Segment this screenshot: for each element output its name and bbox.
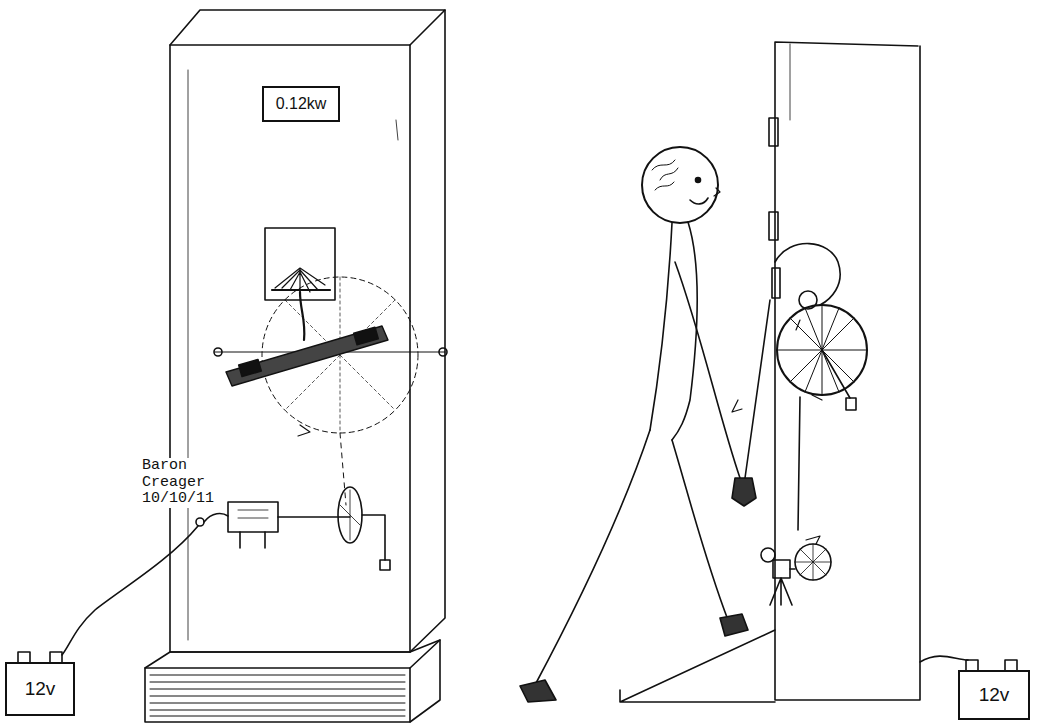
battery-box: 12v — [958, 670, 1030, 720]
sketch-line — [773, 560, 790, 578]
sketch-line — [652, 160, 678, 190]
sketch-line — [340, 490, 360, 540]
left-cabinet — [170, 10, 445, 652]
sketch-line — [799, 291, 817, 309]
sketch-line — [239, 359, 262, 376]
sketch-line — [145, 668, 410, 722]
sketch-line — [188, 70, 189, 640]
sketch-line — [170, 45, 410, 652]
sketch-line — [769, 212, 778, 240]
sketch-line — [380, 560, 390, 570]
left-battery-wire — [18, 526, 198, 662]
sketch-line — [196, 518, 204, 526]
sketch-line — [204, 514, 228, 522]
node-text: 0.12kw — [276, 95, 327, 113]
sketch-line — [696, 178, 701, 183]
sketch-line — [362, 515, 385, 560]
right-cabinet — [769, 42, 920, 700]
author-signature: Baron Creager 10/10/11 — [142, 458, 220, 508]
sketch-line — [238, 510, 268, 518]
right-battery-wire — [920, 656, 1017, 670]
ramp — [620, 630, 775, 702]
sketch-line — [775, 244, 840, 305]
sketch-line — [170, 10, 445, 45]
sketch-line — [846, 398, 856, 410]
sketch-line — [62, 526, 198, 655]
sketch-line — [226, 326, 388, 386]
node-text: 12v — [979, 685, 1010, 706]
sketch-line — [822, 350, 850, 398]
sketch-line — [796, 320, 822, 400]
sketch-line — [410, 10, 445, 652]
sketch-line — [761, 548, 775, 562]
sketch-line — [520, 680, 556, 702]
sketch-line — [775, 42, 920, 700]
sketch-line — [439, 348, 447, 356]
lower-generator — [196, 487, 390, 570]
sketch-line — [672, 222, 697, 440]
sketch-line — [806, 536, 820, 544]
sketch-line — [272, 289, 330, 291]
sketch-line — [732, 400, 742, 412]
sketch-line — [354, 327, 378, 345]
sketch-line — [745, 300, 770, 478]
side-mechanism — [761, 244, 867, 605]
sketch-line — [338, 487, 362, 543]
sketch-line — [920, 656, 968, 662]
sketch-line — [770, 578, 792, 605]
node-text: 12v — [25, 679, 56, 700]
sketch-line — [240, 532, 265, 548]
sketch-line — [410, 640, 440, 668]
sketch-line — [642, 147, 718, 223]
sketch-line — [790, 568, 795, 570]
sketch-line — [769, 118, 778, 146]
sketch-line — [265, 228, 335, 300]
sketch-line — [690, 198, 708, 204]
sketch-line — [214, 348, 222, 356]
sketch-line — [790, 44, 791, 120]
sketch-line — [396, 120, 398, 140]
step-platform — [145, 640, 440, 722]
sketch-line — [798, 397, 800, 530]
sketch-line — [278, 516, 350, 518]
sketch-line — [228, 502, 278, 532]
sketch-line — [714, 188, 720, 196]
sketch-line — [795, 544, 831, 580]
sketch-line — [18, 652, 62, 662]
stick-figure — [520, 147, 770, 702]
sketch-line — [720, 614, 748, 636]
sketch-line — [650, 223, 672, 430]
sketch-line — [966, 660, 1017, 670]
sketch-line — [675, 262, 740, 478]
sketch-line — [795, 544, 831, 580]
sketch-line — [298, 425, 310, 436]
sketch-line — [300, 292, 304, 340]
sketch-line — [772, 268, 780, 298]
sketch-line — [145, 640, 440, 722]
battery-box: 12v — [5, 662, 75, 716]
sketch-line — [620, 630, 775, 702]
generator-window — [265, 228, 335, 340]
power-display: 0.12kw — [262, 86, 340, 122]
lever-wheel — [214, 277, 447, 505]
sketch-line — [150, 675, 405, 716]
sketch-line — [535, 430, 650, 685]
sketch-line — [672, 440, 728, 620]
sketch-line — [732, 478, 756, 506]
sketch-line — [340, 433, 346, 505]
